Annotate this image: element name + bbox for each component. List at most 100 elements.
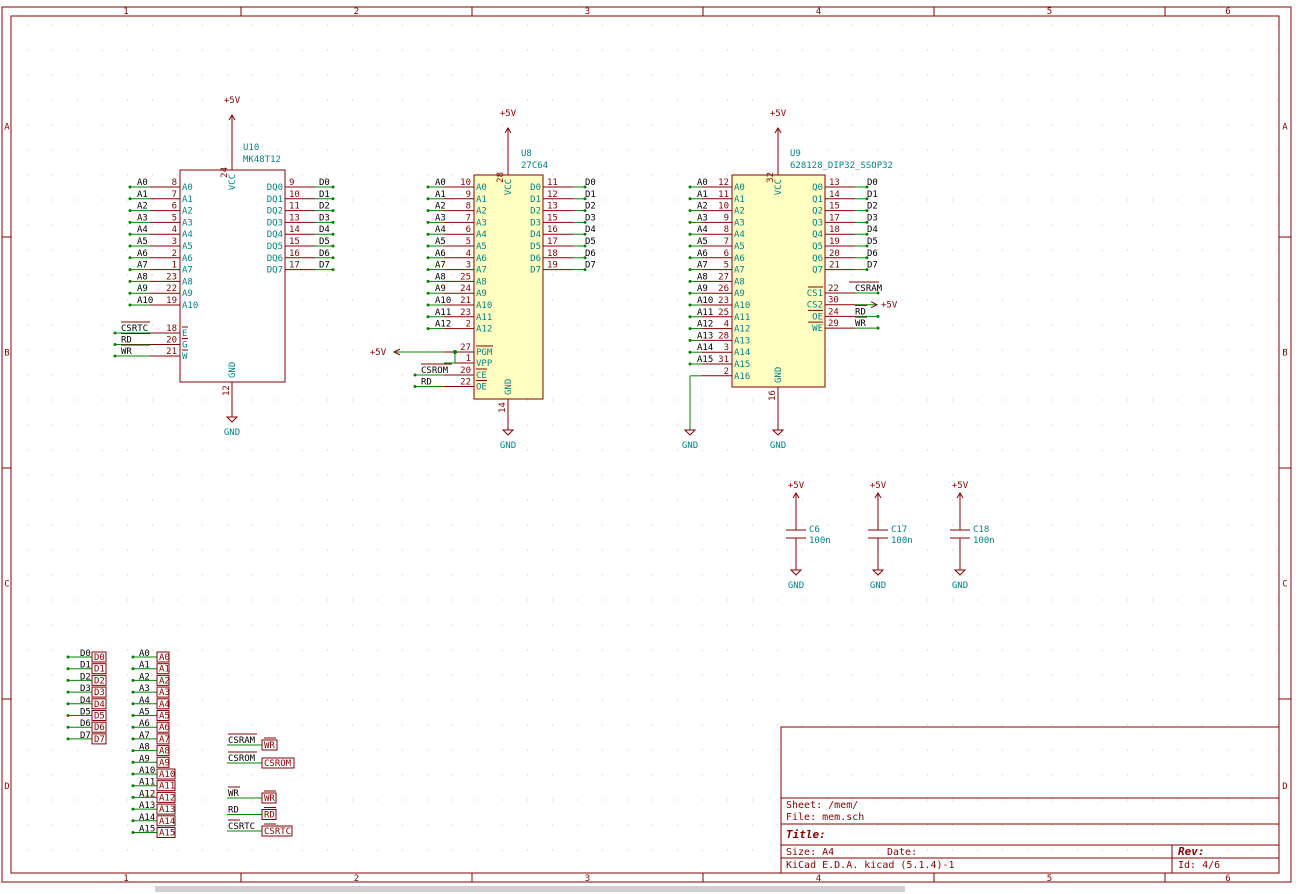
row-label-right: C	[1282, 580, 1287, 590]
vcc-label: +5V	[870, 481, 887, 491]
net-end	[131, 749, 135, 753]
net-label: D5	[319, 237, 330, 247]
u10-pin-number: 23	[166, 272, 177, 282]
gnd-symbol	[789, 569, 803, 576]
column-label-bottom: 4	[816, 874, 821, 884]
net-label: A6	[137, 249, 148, 259]
net-end	[331, 220, 335, 224]
u8-pin-number: 13	[547, 202, 558, 212]
net-label: A5	[139, 708, 150, 718]
net-end	[66, 725, 70, 729]
u9-pin-number: 2	[724, 367, 729, 377]
net-label: A12	[697, 320, 713, 330]
net-label: A1	[139, 661, 150, 671]
u8-pin-name: CE	[476, 371, 487, 381]
net-end	[426, 303, 430, 307]
u10-vcc-pin-number: 24	[220, 167, 230, 178]
net-label: A9	[139, 754, 150, 764]
net-label: CSRAM	[228, 736, 256, 746]
net-end	[331, 256, 335, 260]
net-end	[131, 795, 135, 799]
net-label: D2	[867, 202, 878, 212]
u8-pin-name: A3	[476, 218, 487, 228]
u8-pin-name: A7	[476, 266, 487, 276]
net-end	[131, 655, 135, 659]
net-label: RD	[855, 307, 866, 317]
net-end	[131, 784, 135, 788]
hier-label-text: D7	[94, 735, 105, 745]
net-end	[688, 197, 692, 201]
u10-pin-number: 1	[172, 261, 177, 271]
net-end	[413, 385, 417, 388]
horizontal-scrollbar[interactable]	[155, 886, 905, 892]
hier-label-text: RD	[264, 811, 275, 821]
net-label: A11	[139, 778, 155, 788]
net-label: D1	[585, 190, 596, 200]
u9-vcc-pin-number: 32	[766, 172, 776, 183]
hier-label-text: WR	[264, 794, 275, 804]
net-end	[865, 220, 869, 224]
net-end	[865, 197, 869, 201]
tb-date: Date:	[887, 847, 917, 858]
net-end	[865, 244, 869, 248]
net-end	[331, 209, 335, 213]
hier-label-text: D4	[94, 700, 105, 710]
net-label: D5	[80, 708, 91, 718]
net-label: D6	[585, 249, 596, 259]
u10-pin-name: A10	[182, 301, 198, 311]
net-label: A6	[697, 249, 708, 259]
u10-pin-number: 21	[166, 347, 177, 357]
u8-pin-number: 20	[460, 366, 471, 376]
net-end	[688, 220, 692, 224]
u8-pin-name: PGM	[476, 348, 493, 358]
hier-label-box	[156, 721, 170, 733]
u9-pin-number: 19	[829, 237, 840, 247]
u9-pin-name: A3	[734, 218, 745, 228]
u10-pin-name: DQ7	[267, 266, 283, 276]
net-end	[583, 197, 587, 201]
net-label: D0	[867, 178, 878, 188]
hier-label-box	[91, 698, 107, 710]
net-label: A3	[435, 213, 446, 223]
net-end	[865, 232, 869, 236]
u9-pin-number: 21	[829, 261, 840, 271]
u8-pin-number: 3	[466, 261, 471, 271]
column-label-top: 5	[1047, 7, 1052, 17]
u8-pin-number: 2	[466, 320, 471, 330]
u9-pin-name: Q3	[812, 218, 823, 228]
u8-pin-name: A2	[476, 207, 487, 217]
gnd-symbol	[871, 569, 885, 576]
u9-pin-name: A14	[734, 348, 750, 358]
net-label: A5	[137, 237, 148, 247]
u10-pin-name: A0	[182, 183, 193, 193]
u8-pin-name: A8	[476, 277, 487, 287]
net-label: A12	[435, 320, 451, 330]
net-end	[413, 373, 417, 377]
u8-pin-number: 21	[460, 296, 471, 306]
net-label: D4	[867, 225, 878, 235]
hier-label-box	[156, 710, 170, 721]
u10-pin-name: A4	[182, 230, 193, 240]
net-label: D3	[80, 684, 91, 694]
net-label: A2	[139, 672, 150, 682]
net-end	[131, 714, 135, 717]
u9-pin-number: 27	[718, 272, 729, 282]
u9-pin-number: 25	[718, 308, 729, 318]
u9-pin-number: 5	[724, 261, 729, 271]
hier-label-text: A6	[159, 723, 170, 733]
u8-pin-name: D4	[530, 230, 541, 240]
row-label-right: A	[1282, 123, 1288, 133]
hier-label-text: A15	[159, 829, 175, 839]
u8-pin-name: OE	[476, 383, 487, 393]
net-end	[865, 256, 869, 260]
column-label-top: 3	[585, 7, 590, 17]
hier-label-text: D6	[94, 723, 105, 733]
hier-label-box	[261, 825, 293, 837]
gnd-label: GND	[224, 428, 240, 438]
